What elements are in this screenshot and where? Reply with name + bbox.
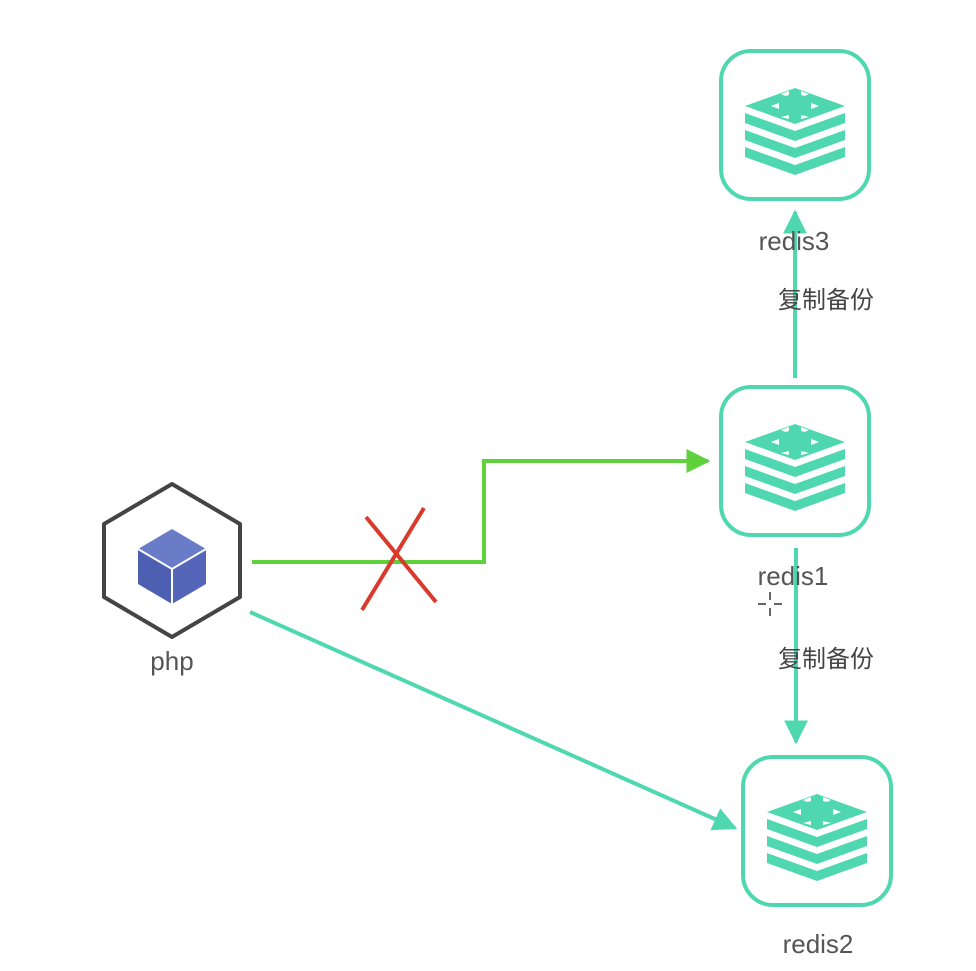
- node-label-redis3: redis3: [759, 226, 830, 256]
- redis-stack-icon: [719, 49, 871, 201]
- node-redis1: redis1: [719, 385, 871, 591]
- node-label-redis2: redis2: [783, 929, 854, 959]
- node-php: php: [102, 482, 242, 676]
- crosshair-cursor-icon: [758, 592, 782, 616]
- node-label-redis1: redis1: [758, 561, 829, 591]
- edge-php-to-redis2: [249, 610, 738, 831]
- node-label-php: php: [150, 646, 193, 676]
- broken-link-cross-icon: [360, 506, 438, 612]
- redis-stack-icon: [719, 385, 871, 537]
- node-redis3: redis3: [719, 49, 871, 256]
- redis-stack-icon: [741, 755, 893, 907]
- node-redis2: redis2: [741, 755, 893, 959]
- php-cube-icon: [102, 482, 242, 639]
- edge-php-to-redis1: [252, 449, 711, 564]
- edge-label-redis1-to-redis2: 复制备份: [778, 645, 874, 673]
- edge-label-redis1-to-redis3: 复制备份: [778, 286, 874, 314]
